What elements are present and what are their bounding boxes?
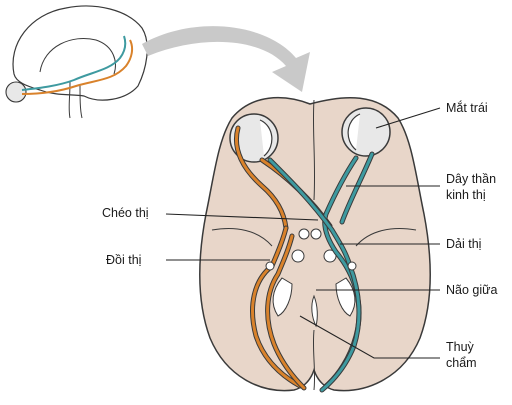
inset-brainstem [68, 81, 83, 119]
leader-lines [165, 107, 441, 359]
label-optic-tract: Dải thị [446, 237, 482, 251]
midbrain-region [272, 228, 356, 328]
inset-sagittal-brain [5, 5, 148, 119]
label-thalamus: Đồi thị [106, 253, 142, 267]
leader-optic-chiasm [165, 213, 319, 221]
inset-brain-outline [12, 5, 148, 101]
label-optic-nerve-line2: kinh thị [446, 188, 486, 202]
label-optic-chiasm: Chéo thị [102, 206, 149, 220]
left-eye [229, 113, 279, 163]
inset-pathway-teal [21, 35, 127, 91]
leader-occipital-lobe [299, 315, 440, 359]
label-left-eye: Mắt trái [446, 101, 488, 115]
inset-eye-icon [5, 81, 27, 103]
longitudinal-fissure [312, 99, 316, 391]
inset-corpus-callosum [39, 38, 116, 75]
right-eye [341, 107, 391, 157]
label-midbrain: Não giữa [446, 283, 498, 297]
label-occipital-lobe-line1: Thuỳ [446, 340, 474, 354]
teal-visual-pathway [267, 151, 375, 393]
sylvian-fissure-right [355, 228, 417, 247]
label-optic-nerve-line1: Dây thần [446, 172, 497, 186]
curved-arrow-icon [142, 26, 310, 92]
sylvian-fissure-left [211, 228, 273, 247]
label-occipital-lobe-line2: chẩm [446, 356, 477, 370]
leader-left-eye [375, 107, 441, 129]
inset-pathway-orange [21, 39, 134, 95]
